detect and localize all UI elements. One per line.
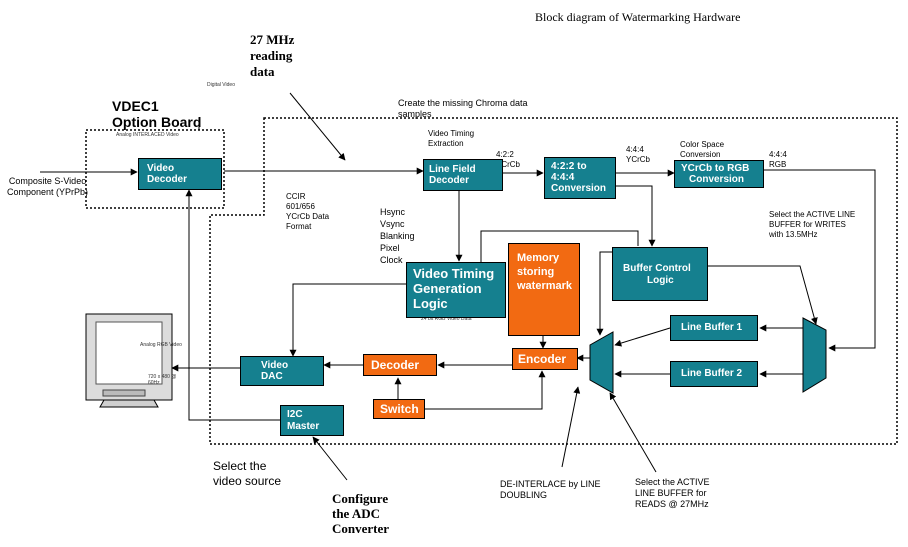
diagram-title: Block diagram of Watermarking Hardware	[535, 10, 741, 24]
analog-interlaced-note: Analog INTERLACED Video	[116, 132, 179, 138]
decoder-block: Decoder	[363, 354, 437, 376]
digital-video-note: Digital Video	[207, 82, 235, 88]
read-mux	[589, 331, 614, 394]
monitor-res-note: 720 x 480 @60Hz	[148, 374, 177, 386]
write-mux	[802, 317, 827, 393]
switch-block: Switch	[373, 399, 425, 419]
monitor-icon	[85, 313, 173, 408]
rgb24-note: 24 bit RGB Video Data	[421, 316, 472, 322]
line-buffer-1-block: Line Buffer 1	[670, 315, 758, 341]
fpga-region	[209, 117, 898, 445]
line-buffer-2-block: Line Buffer 2	[670, 361, 758, 387]
monitor-analog-note: Analog RGB Video	[140, 342, 182, 348]
vdec1-board-region	[85, 129, 225, 209]
encoder-block: Encoder	[512, 348, 578, 370]
